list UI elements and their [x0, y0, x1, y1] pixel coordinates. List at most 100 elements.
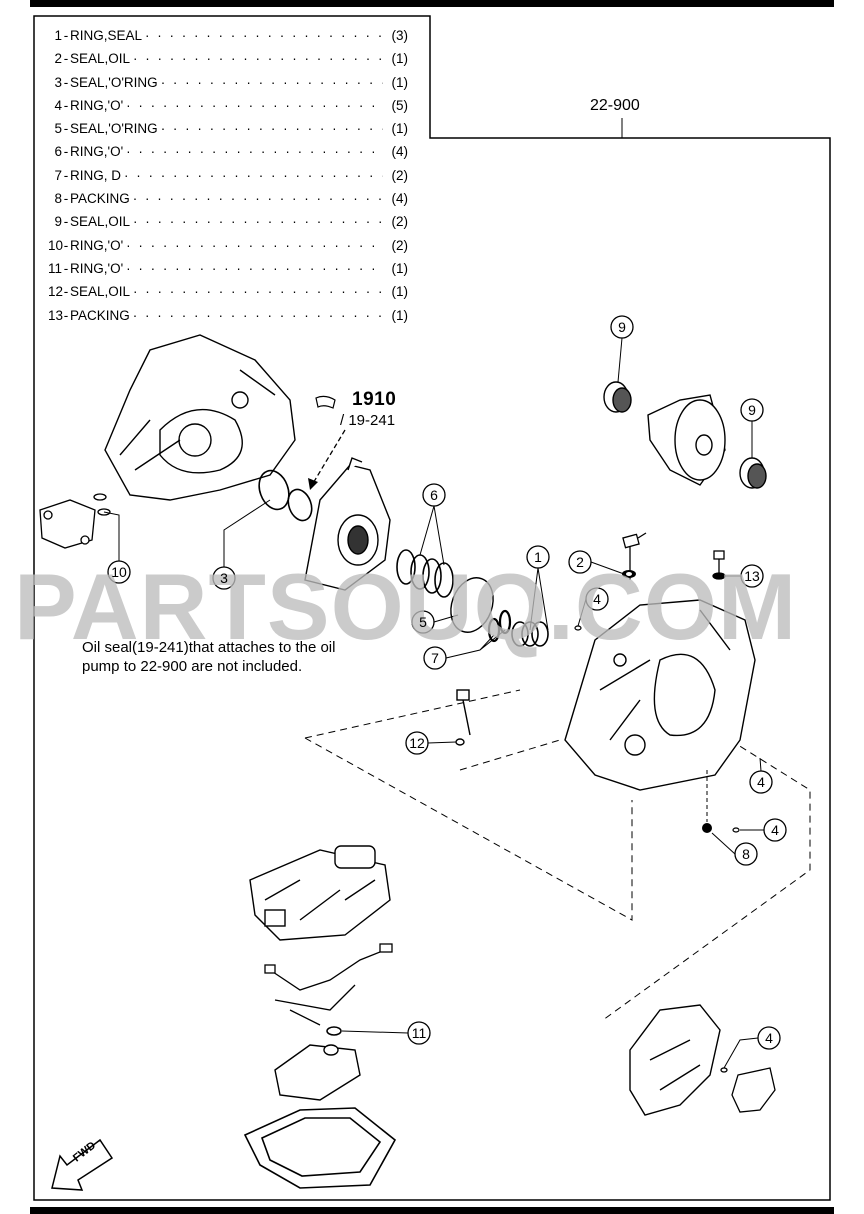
- callout-10[interactable]: 10: [111, 564, 127, 580]
- callout-4[interactable]: 4: [765, 1030, 773, 1046]
- part-name: RING,SEAL: [70, 28, 143, 43]
- wiring-harness: [264, 943, 393, 1026]
- watermark: PARTSOUQ.COM: [14, 554, 798, 659]
- callouts: [107, 315, 787, 1050]
- parts-list-row: 1-RING,SEAL(3): [48, 28, 408, 51]
- part-number: 11: [48, 260, 63, 276]
- o-ring-11: [326, 1026, 342, 1036]
- reference-19-241[interactable]: / 19-241: [340, 412, 396, 429]
- callout-8[interactable]: 8: [742, 846, 750, 862]
- callout-4[interactable]: 4: [593, 591, 601, 607]
- fwd-arrow: [51, 1138, 114, 1191]
- part-number: 10: [48, 237, 64, 253]
- o-ring-3-small: [287, 488, 313, 522]
- callout-2[interactable]: 2: [576, 554, 584, 570]
- part-name: RING,'O': [70, 144, 124, 160]
- oil-level-gauge: [455, 689, 471, 746]
- part-name: SEAL,OIL: [70, 214, 131, 230]
- side-cover: [629, 1004, 721, 1116]
- part-qty: (5): [391, 97, 409, 113]
- part-number: 13: [48, 307, 64, 323]
- d-ring-7a: [487, 617, 501, 643]
- part-qty: (1): [391, 51, 409, 67]
- part-name: PACKING: [70, 307, 130, 323]
- oil-seal-9-lower: [739, 457, 767, 489]
- parts-list-row: 8-PACKING(4): [48, 191, 408, 214]
- callout-11[interactable]: 11: [411, 1025, 427, 1041]
- control-valve-body: [249, 845, 391, 941]
- oil-seal-2-inner: [626, 572, 632, 576]
- part-qty: (3): [391, 28, 409, 43]
- top-rule: [30, 0, 834, 7]
- o-ring-3-large: [258, 469, 290, 511]
- part-number: 2: [54, 51, 62, 67]
- packing-8: [702, 823, 712, 833]
- callout-7[interactable]: 7: [431, 650, 439, 666]
- pump-arrow: [311, 429, 346, 486]
- note-text: Oil seal(19-241)that attaches to the oil…: [82, 639, 336, 675]
- callout-5[interactable]: 5: [419, 614, 427, 630]
- callout-9[interactable]: 9: [618, 319, 626, 335]
- callout-13[interactable]: 13: [744, 568, 760, 584]
- dashed-guides: [304, 689, 811, 1021]
- reference-1910[interactable]: 1910: [352, 389, 397, 410]
- part-number: 5: [54, 121, 62, 137]
- part-qty: (2): [391, 237, 409, 253]
- part-qty: (2): [391, 167, 409, 183]
- part-number: 9: [54, 214, 62, 230]
- parts-list-row: 6-RING,'O'(4): [48, 144, 408, 167]
- callout-leaders: [103, 337, 764, 1069]
- oil-seal-9-upper: [603, 381, 632, 413]
- differential: [647, 394, 726, 486]
- pump-arrowhead: [308, 478, 318, 490]
- part-qty: (1): [391, 284, 409, 300]
- part-number: 6: [54, 144, 62, 160]
- part-name: SEAL,OIL: [70, 284, 131, 300]
- callout-1[interactable]: 1: [534, 549, 542, 565]
- parts-list-row: 10-RING,'O'(2): [48, 238, 408, 261]
- parts-list-row: 9-SEAL,OIL(2): [48, 214, 408, 237]
- part-number: 3: [54, 74, 62, 90]
- callout-9[interactable]: 9: [748, 402, 756, 418]
- callout-12[interactable]: 12: [409, 735, 425, 751]
- part-qty: (4): [391, 191, 409, 207]
- part-name: SEAL,OIL: [70, 51, 131, 67]
- part-name: PACKING: [70, 191, 130, 207]
- seal-1910-icon: [315, 395, 336, 409]
- parts-list-row: 11-RING,'O'(1): [48, 261, 408, 284]
- oil-pan: [243, 1107, 397, 1189]
- parts-list-row: 13-PACKING(1): [48, 308, 408, 331]
- o-ring-4-mid: [732, 827, 740, 833]
- part-qty: (4): [391, 144, 409, 160]
- part-number: 7: [54, 167, 62, 183]
- seal-rings-1: [511, 621, 549, 647]
- transaxle-case-right: [564, 599, 756, 791]
- oil-pump: [304, 457, 391, 591]
- parts-list-row: 12-SEAL,OIL(1): [48, 284, 408, 307]
- transaxle-case-left: [104, 334, 296, 501]
- callout-6[interactable]: 6: [430, 487, 438, 503]
- parts-list-row: 3-SEAL,'O'RING(1): [48, 75, 408, 98]
- o-ring-5: [450, 577, 494, 633]
- part-qty: (2): [391, 214, 409, 230]
- assembly-reference[interactable]: 22-900: [590, 97, 640, 114]
- d-ring-7b: [498, 609, 512, 635]
- callout-4[interactable]: 4: [771, 822, 779, 838]
- part-name: RING,'O': [70, 237, 124, 253]
- callout-3[interactable]: 3: [220, 570, 228, 586]
- callout-4[interactable]: 4: [757, 774, 765, 790]
- bottom-rule: [30, 1207, 834, 1214]
- part-name: SEAL,'O'RING: [70, 74, 158, 90]
- parts-list-row: 2-SEAL,OIL(1): [48, 51, 408, 74]
- part-qty: (1): [391, 121, 409, 137]
- part-qty: (1): [391, 260, 409, 276]
- part-number: 12: [48, 284, 64, 300]
- part-qty: (1): [391, 307, 409, 323]
- part-qty: (1): [391, 74, 409, 90]
- parts-list-row: 7-RING, D(2): [48, 168, 408, 191]
- parts-list: 1-RING,SEAL(3) 2-SEAL,OIL(1) 3-SEAL,'O'R…: [48, 28, 408, 331]
- part-name: RING, D: [70, 167, 122, 183]
- parts-list-row: 5-SEAL,'O'RING(1): [48, 121, 408, 144]
- oil-cooler: [39, 493, 111, 549]
